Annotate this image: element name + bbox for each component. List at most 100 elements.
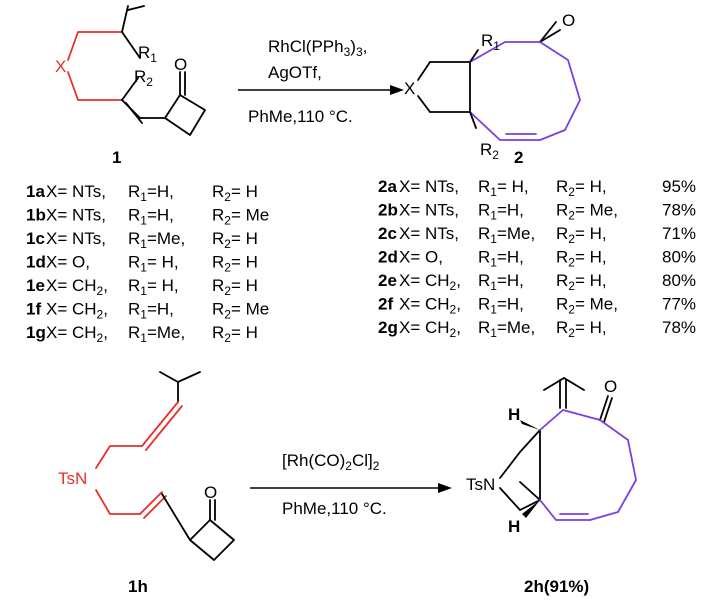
substrate-id-1c: 1c [26,229,45,248]
isopropylidene-methyl-1 [543,377,565,391]
product-r2-2g: R2= H, [556,318,607,340]
tether-bottom-bond [67,71,123,101]
isopropylidene-methyl-2 [563,377,585,391]
chain-bond-r1 [121,31,141,59]
product-2-oxygen: O [562,11,575,30]
vinyl-double [125,102,143,124]
product-r1-2d: R1=H, [478,248,524,270]
product-2-structure: X O R1 R2 [404,11,581,162]
cyclobutanone-ring [164,94,206,136]
substrate-r1-1c: R1=Me, [128,229,185,251]
product-2h-structure: TsN O H H [466,377,637,536]
product-r2-2a: R2= H, [556,177,607,199]
product-x-2d: X= O, [399,248,443,267]
substrate-r1-1b: R1=H, [128,206,174,228]
product-2-label: 2 [514,148,523,167]
alkene-to-ring [161,493,191,541]
substrate-1-r1-label: R1 [138,43,157,65]
product-id-2a: 2a [378,177,397,196]
product-id-2d: 2d [378,248,398,267]
pyrrolidine-2h [519,429,541,501]
substrate-x-1e: X= CH2, [46,276,108,298]
product-id-2b: 2b [378,201,398,220]
product-x-2a: X= NTs, [399,177,459,196]
product-x-2e: X= CH2, [399,271,461,293]
new-ring-bottom [469,111,541,141]
substrate-r2-1g: R2= H [212,323,258,345]
substrate-r1-1f: R1=H, [128,300,174,322]
product-yield-2f: 77% [662,295,696,314]
new-ring-right [539,41,581,141]
substrate-id-1d: 1d [26,253,46,272]
substrate-id-1g: 1g [26,323,46,342]
substrate-x-1c: X= NTs, [46,229,106,248]
substrate-1-structure: O X R1 R2 [55,5,206,136]
wedge-bottom [522,500,540,518]
substrate-x-1f: X= CH2, [46,300,108,322]
tether-top-bond [67,31,123,61]
ring-close [519,499,541,511]
product-r1-2f: R1=H, [478,295,524,317]
substrate-1h-structure: TsN O [58,371,235,561]
product-id-2c: 2c [378,224,397,243]
reaction-1-conditions: PhMe,110 °C. [248,107,353,126]
reaction-2-conditions: PhMe,110 °C. [282,499,387,518]
product-r2-2d: R2= H, [556,248,607,270]
reaction-2-arrow [250,483,452,493]
n-to-alkene [95,489,141,515]
product-id-2e: 2e [378,271,397,290]
exo-methylene-bond [121,5,129,33]
allene-bond-2 [141,423,161,447]
product-r1-2c: R1=Me, [478,224,535,246]
substrate-id-1b: 1b [26,206,46,225]
allene-bond-1b [163,405,183,429]
allene-methyl-1 [159,371,179,383]
reaction-1-arrow [238,85,404,95]
substrate-x-1g: X= CH2, [46,323,108,345]
ketone-bond-1 [539,29,561,43]
product-yield-2d: 80% [662,248,696,267]
substrate-1-x-label: X [55,57,66,76]
allene-bond-1 [159,401,179,425]
product-r2-2b: R2= Me, [556,201,618,223]
n-ring-bottom [499,487,521,511]
product-r1-2g: R1=Me, [478,318,535,340]
substrate-r1-1a: R1=H, [128,182,174,204]
product-yield-2a: 95% [662,177,696,196]
new-ring-top [469,41,541,63]
reaction-1-catalyst: RhCl(PPh3)3, [268,37,367,59]
substrate-x-1a: X= NTs, [46,182,106,201]
substrate-x-1d: X= O, [46,253,90,272]
substrate-1h-oxygen: O [204,483,217,502]
substrate-r1-1d: R1= H, [128,253,179,275]
ketone-2h [599,395,609,421]
substrate-r2-1a: R2= H [212,182,258,204]
ring-bond-x-bottom [417,95,431,113]
r1-bond [469,49,479,63]
product-2-r2-label: R2 [480,140,499,162]
alkene-bond [139,491,163,515]
new-ring-2h-top [539,409,601,431]
substrate-1-r2-label: R2 [134,67,153,89]
product-id-2g: 2g [378,318,398,337]
product-yield-2c: 71% [662,224,696,243]
substrate-1-label: 1 [112,148,121,167]
cyclobutanone-1h [189,519,235,561]
substrate-r2-1b: R2= Me [212,206,269,228]
allene-to-n [95,445,143,469]
substrate-x-1b: X= NTs, [46,206,106,225]
product-r2-2e: R2= H, [556,271,607,293]
product-2-r1-label: R1 [481,31,500,53]
product-r2-2c: R2= H, [556,224,607,246]
product-id-2f: 2f [378,295,393,314]
substrate-id-1e: 1e [26,276,45,295]
ketone-2h-b [603,397,613,423]
substrate-r2-1f: R2= Me [212,300,269,322]
reaction-1-additive: AgOTf, [268,63,322,82]
product-r1-2a: R1= H, [478,177,529,199]
product-yield-2g: 78% [662,318,696,337]
substrate-1h-label: 1h [128,577,148,596]
substrate-r1-1g: R1=Me, [128,323,185,345]
